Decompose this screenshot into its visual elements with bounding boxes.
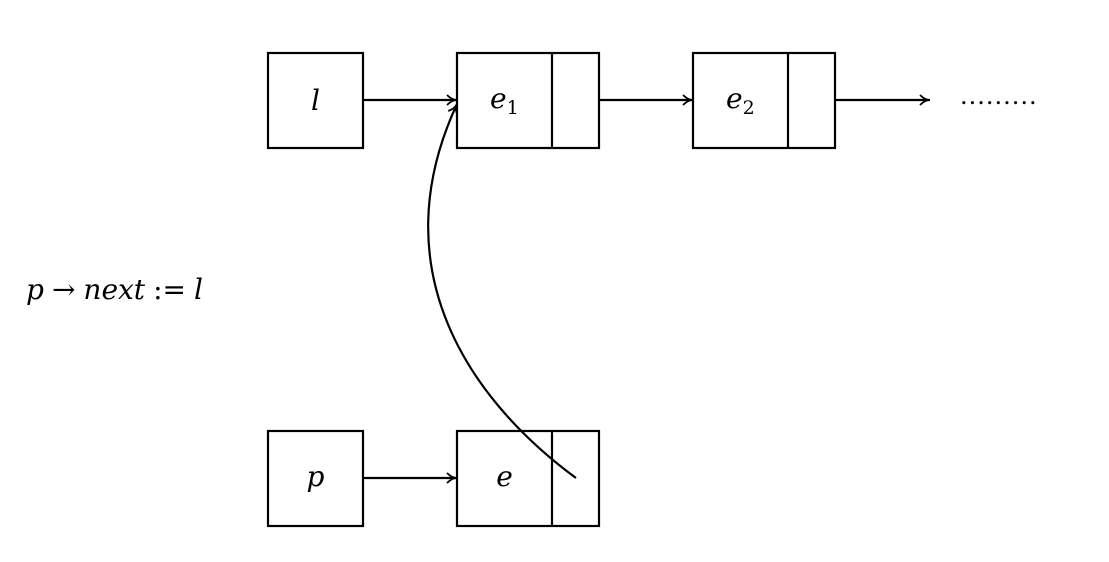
pointer-box-l: l <box>266 51 365 150</box>
list-node-e1: e1 <box>455 51 601 150</box>
list-node-e2: e2 <box>691 51 837 150</box>
node-label-e1: e1 <box>490 82 519 119</box>
list-node-e: e <box>455 429 601 528</box>
list-continuation-dots: ......... <box>960 82 1038 110</box>
pointer-box-p: p <box>266 429 365 528</box>
pointer-label-l: l <box>311 84 320 117</box>
pointer-label-p: p <box>307 460 325 493</box>
assignment-statement: p→next:=l <box>26 273 203 306</box>
node-label-e2: e2 <box>726 82 755 119</box>
node-label-e: e <box>496 460 513 493</box>
arrow-e-next-to-e1 <box>427 103 577 479</box>
